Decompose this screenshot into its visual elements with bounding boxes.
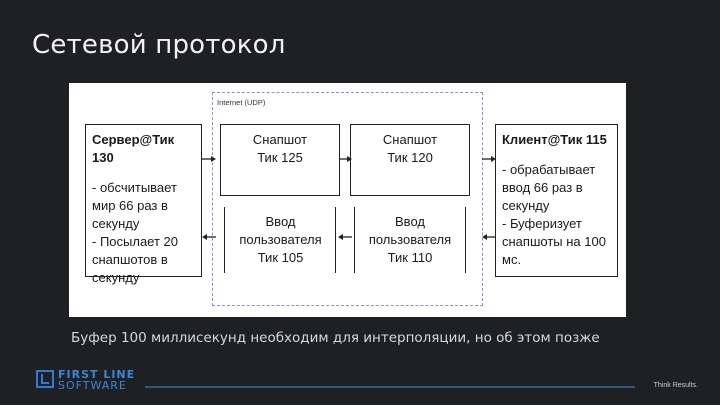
- arrow-client-to-zone-icon: [482, 234, 496, 240]
- footer-tagline: Think Results.: [653, 382, 698, 389]
- snapshot-packet: Снапшот Тик 120: [350, 124, 470, 196]
- arrow-input-to-input-icon: [338, 234, 352, 240]
- client-box: Клиент@Тик 115 - обрабатывает ввод 66 ра…: [495, 124, 618, 277]
- arrow-zone-to-server-icon: [202, 234, 216, 240]
- client-description: - обрабатывает ввод 66 раз в секунду - Б…: [502, 162, 606, 267]
- footer-divider: [145, 386, 635, 388]
- logo-mark-icon: [36, 370, 54, 388]
- server-box: Сервер@Тик 130 - обсчитывает мир 66 раз …: [85, 124, 202, 285]
- client-header: Клиент@Тик 115: [502, 132, 607, 147]
- slide-title: Сетевой протокол: [32, 30, 286, 60]
- slide-caption: Буфер 100 миллисекунд необходим для инте…: [71, 330, 600, 346]
- arrow-server-to-zone-icon: [202, 156, 216, 162]
- internet-udp-zone: Internet (UDP): [212, 92, 483, 306]
- logo-text-line1: FIRST LINE: [58, 368, 136, 381]
- server-description: - обсчитывает мир 66 раз в секунду - Пос…: [92, 180, 178, 285]
- snapshot-packet: Снапшот Тик 125: [220, 124, 340, 196]
- arrow-snapshot-to-snapshot-icon: [340, 156, 352, 162]
- input-packet: Ввод пользователя Тик 110: [354, 207, 466, 273]
- logo-text-line2: SOFTWARE: [58, 379, 127, 392]
- input-packet: Ввод пользователя Тик 105: [224, 207, 336, 273]
- internet-zone-label: Internet (UDP): [217, 98, 266, 107]
- server-header: Сервер@Тик 130: [92, 132, 175, 165]
- network-diagram: Internet (UDP) Сервер@Тик 130 - обсчитыв…: [69, 83, 626, 317]
- arrow-zone-to-client-icon: [482, 156, 496, 162]
